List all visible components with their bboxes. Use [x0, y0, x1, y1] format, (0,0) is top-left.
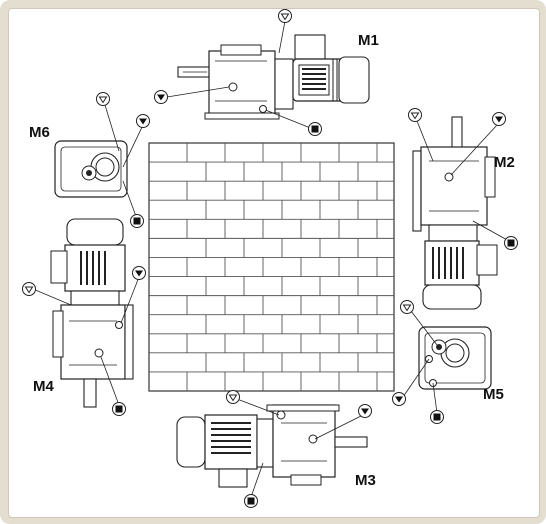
- gearmotor-m3: M3: [176, 390, 376, 508]
- position-label-m4: M4: [33, 378, 54, 395]
- oil-level-plug-icon: [132, 266, 146, 280]
- breather-valve-icon: [408, 108, 422, 122]
- oil-drain-plug-icon: [430, 410, 444, 424]
- oil-drain-plug-icon: [112, 402, 126, 416]
- breather-valve-icon: [278, 9, 292, 23]
- figure-panel: M1 M2: [8, 8, 540, 518]
- position-label-m1: M1: [358, 32, 379, 49]
- mounting-wall: [148, 142, 395, 392]
- gearmotor-m2: M2: [408, 108, 518, 310]
- oil-level-plug-icon: [358, 404, 372, 418]
- breather-valve-icon: [400, 300, 414, 314]
- position-label-m2: M2: [494, 154, 515, 171]
- position-label-m3: M3: [355, 472, 376, 489]
- oil-level-plug-icon: [492, 112, 506, 126]
- mounting-positions-diagram: M1 M2: [22, 9, 518, 508]
- oil-drain-plug-icon: [504, 236, 518, 250]
- position-label-m5: M5: [483, 386, 504, 403]
- gearmotor-m5: M5: [392, 300, 504, 424]
- breather-valve-icon: [22, 282, 36, 296]
- oil-drain-plug-icon: [130, 214, 144, 228]
- position-label-m6: M6: [29, 124, 50, 141]
- gearmotor-m6: M6: [29, 92, 150, 228]
- oil-drain-plug-icon: [244, 494, 258, 508]
- oil-level-plug-icon: [392, 392, 406, 406]
- breather-valve-icon: [96, 92, 110, 106]
- oil-level-plug-icon: [136, 114, 150, 128]
- oil-drain-plug-icon: [308, 122, 322, 136]
- breather-valve-icon: [226, 390, 240, 404]
- oil-level-plug-icon: [154, 90, 168, 104]
- gearmotor-m4: M4: [22, 218, 146, 416]
- gearmotor-m1: M1: [154, 9, 379, 136]
